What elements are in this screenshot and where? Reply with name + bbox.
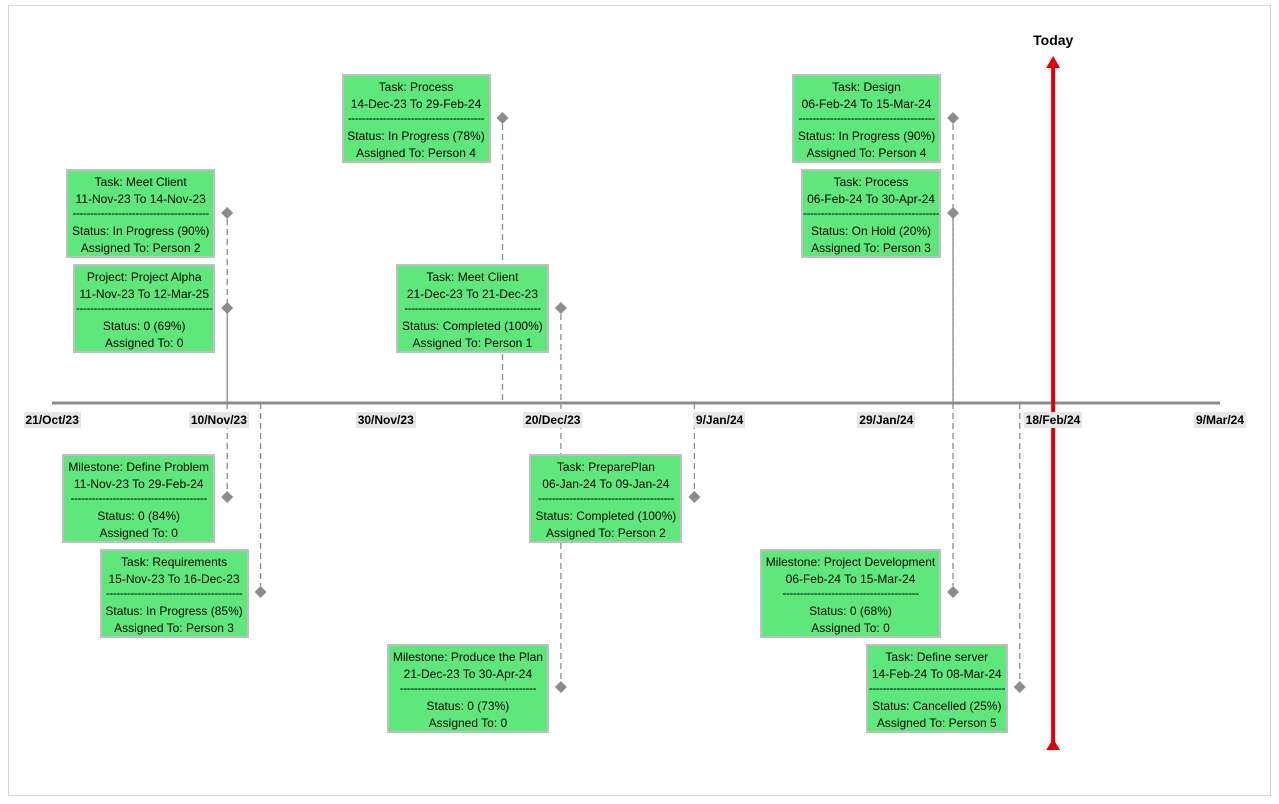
milestone-marker bbox=[254, 586, 267, 598]
card-status: Status: 0 (69%) bbox=[102, 319, 186, 333]
card-status: Status: Completed (100%) bbox=[402, 319, 543, 333]
card-separator: --------------------------------------- bbox=[70, 492, 208, 505]
card-dates: 06-Feb-24 To 15-Mar-24 bbox=[785, 571, 916, 586]
timeline-card: Task: Requirements 15-Nov-23 To 16-Dec-23… bbox=[99, 549, 249, 638]
axis-tick-label: 10/Nov/23 bbox=[188, 412, 249, 428]
timeline-card: Task: PreparePlan 06-Jan-24 To 09-Jan-24-… bbox=[529, 454, 683, 543]
card-title: Task: Requirements bbox=[121, 555, 228, 569]
timeline-card: Task: Meet Client 11-Nov-23 To 14-Nov-23-… bbox=[66, 169, 216, 258]
milestone-marker bbox=[947, 586, 960, 598]
card-title: Milestone: Project Development bbox=[765, 555, 936, 569]
card-assigned: Assigned To: Person 4 bbox=[806, 145, 927, 160]
card-title: Task: Design bbox=[832, 80, 901, 94]
card-status: Status: In Progress (90%) bbox=[797, 129, 936, 143]
timeline-card: Milestone: Produce the Plan 21-Dec-23 To … bbox=[386, 644, 549, 733]
card-separator: --------------------------------------- bbox=[537, 492, 675, 505]
card-dates: 06-Feb-24 To 30-Apr-24 bbox=[807, 191, 935, 206]
card-assigned: Assigned To: 0 bbox=[99, 525, 178, 540]
axis-tick-label: 9/Jan/24 bbox=[693, 412, 746, 428]
timeline-card: Task: Design 06-Feb-24 To 15-Mar-24------… bbox=[792, 74, 942, 163]
card-status: Status: In Progress (85%) bbox=[105, 604, 243, 618]
card-dates: 06-Feb-24 To 15-Mar-24 bbox=[801, 96, 932, 111]
card-status: Status: 0 (73%) bbox=[426, 699, 510, 713]
card-assigned: Assigned To: 0 bbox=[811, 620, 890, 635]
card-assigned: Assigned To: Person 2 bbox=[80, 240, 201, 255]
chart-frame bbox=[8, 5, 1271, 796]
milestone-marker bbox=[947, 207, 960, 219]
card-status: Status: 0 (84%) bbox=[97, 509, 181, 523]
axis-tick-label: 9/Mar/24 bbox=[1194, 412, 1247, 428]
card-status: Status: Completed (100%) bbox=[535, 509, 677, 523]
today-arrow-top bbox=[1046, 56, 1061, 68]
card-title: Task: Meet Client bbox=[426, 270, 519, 284]
timeline-card: Task: Process 06-Feb-24 To 30-Apr-24-----… bbox=[801, 169, 942, 258]
card-separator: --------------------------------------- bbox=[404, 302, 541, 315]
milestone-marker bbox=[221, 491, 234, 503]
card-dates: 14-Dec-23 To 29-Feb-24 bbox=[350, 96, 482, 111]
card-title: Task: PreparePlan bbox=[556, 460, 655, 474]
card-title: Project: Project Alpha bbox=[86, 270, 202, 284]
card-separator: --------------------------------------- bbox=[798, 112, 935, 125]
timeline-card: Milestone: Define Problem 11-Nov-23 To 29… bbox=[62, 454, 216, 543]
milestone-marker bbox=[221, 207, 234, 219]
timeline-card: Task: Meet Client 21-Dec-23 To 21-Dec-23-… bbox=[395, 264, 549, 353]
card-title: Task: Meet Client bbox=[94, 175, 187, 189]
card-dates: 11-Nov-23 To 12-Mar-25 bbox=[79, 286, 209, 301]
axis-tick-label: 21/Oct/23 bbox=[23, 412, 81, 428]
card-separator: --------------------------------------- bbox=[868, 682, 1006, 695]
milestone-marker bbox=[688, 491, 701, 503]
card-title: Task: Process bbox=[833, 175, 909, 189]
card-assigned: Assigned To: Person 1 bbox=[412, 335, 533, 350]
milestone-marker bbox=[554, 302, 567, 314]
card-assigned: Assigned To: Person 3 bbox=[114, 620, 234, 635]
timeline-card: Milestone: Project Development 06-Feb-24 … bbox=[760, 549, 942, 638]
card-assigned: Assigned To: Person 2 bbox=[545, 525, 666, 540]
card-dates: 11-Nov-23 To 14-Nov-23 bbox=[75, 191, 206, 206]
card-dates: 21-Dec-23 To 30-Apr-24 bbox=[403, 666, 533, 681]
card-dates: 14-Feb-24 To 08-Mar-24 bbox=[871, 666, 1002, 681]
card-status: Status: Cancelled (25%) bbox=[872, 699, 1002, 713]
card-dates: 06-Jan-24 To 09-Jan-24 bbox=[542, 476, 670, 491]
today-arrow-bottom bbox=[1046, 739, 1061, 750]
card-status: Status: In Progress (78%) bbox=[347, 129, 485, 143]
card-separator: --------------------------------------- bbox=[347, 112, 485, 125]
card-separator: --------------------------------------- bbox=[72, 207, 210, 220]
card-assigned: Assigned To: Person 4 bbox=[356, 145, 476, 160]
card-dates: 21-Dec-23 To 21-Dec-23 bbox=[406, 286, 538, 301]
card-status: Status: 0 (68%) bbox=[809, 604, 892, 618]
card-separator: --------------------------------------- bbox=[105, 587, 243, 600]
milestone-marker bbox=[1013, 681, 1026, 693]
card-dates: 11-Nov-23 To 29-Feb-24 bbox=[73, 476, 204, 491]
card-title: Task: Process bbox=[378, 80, 454, 94]
timeline-card: Task: Define server 14-Feb-24 To 08-Mar-2… bbox=[865, 644, 1008, 733]
axis-tick-label: 30/Nov/23 bbox=[355, 412, 416, 428]
card-status: Status: On Hold (20%) bbox=[810, 224, 932, 238]
milestone-marker bbox=[221, 302, 234, 314]
card-title: Milestone: Produce the Plan bbox=[392, 650, 543, 664]
card-separator: --------------------------------------- bbox=[399, 682, 537, 695]
today-label: Today bbox=[1033, 32, 1074, 48]
card-title: Task: Define server bbox=[885, 650, 989, 664]
card-assigned: Assigned To: Person 3 bbox=[811, 240, 931, 255]
axis-tick-label: 20/Dec/23 bbox=[523, 412, 583, 428]
milestone-marker bbox=[947, 112, 960, 124]
card-title: Milestone: Define Problem bbox=[68, 460, 210, 474]
milestone-marker bbox=[554, 681, 567, 693]
card-status: Status: In Progress (90%) bbox=[71, 224, 210, 238]
card-dates: 15-Nov-23 To 16-Dec-23 bbox=[108, 571, 240, 586]
milestone-marker bbox=[496, 112, 509, 124]
card-separator: --------------------------------------- bbox=[803, 207, 940, 220]
card-assigned: Assigned To: 0 bbox=[428, 715, 508, 730]
axis-tick-label: 18/Feb/24 bbox=[1023, 412, 1083, 428]
timeline-card: Task: Process 14-Dec-23 To 29-Feb-24-----… bbox=[341, 74, 491, 163]
card-separator: --------------------------------------- bbox=[76, 302, 213, 315]
timeline-card: Project: Project Alpha 11-Nov-23 To 12-Ma… bbox=[73, 264, 216, 353]
card-separator: --------------------------------------- bbox=[782, 587, 919, 600]
card-assigned: Assigned To: Person 5 bbox=[876, 715, 997, 730]
card-assigned: Assigned To: 0 bbox=[104, 335, 184, 350]
axis-tick-label: 29/Jan/24 bbox=[857, 412, 916, 428]
